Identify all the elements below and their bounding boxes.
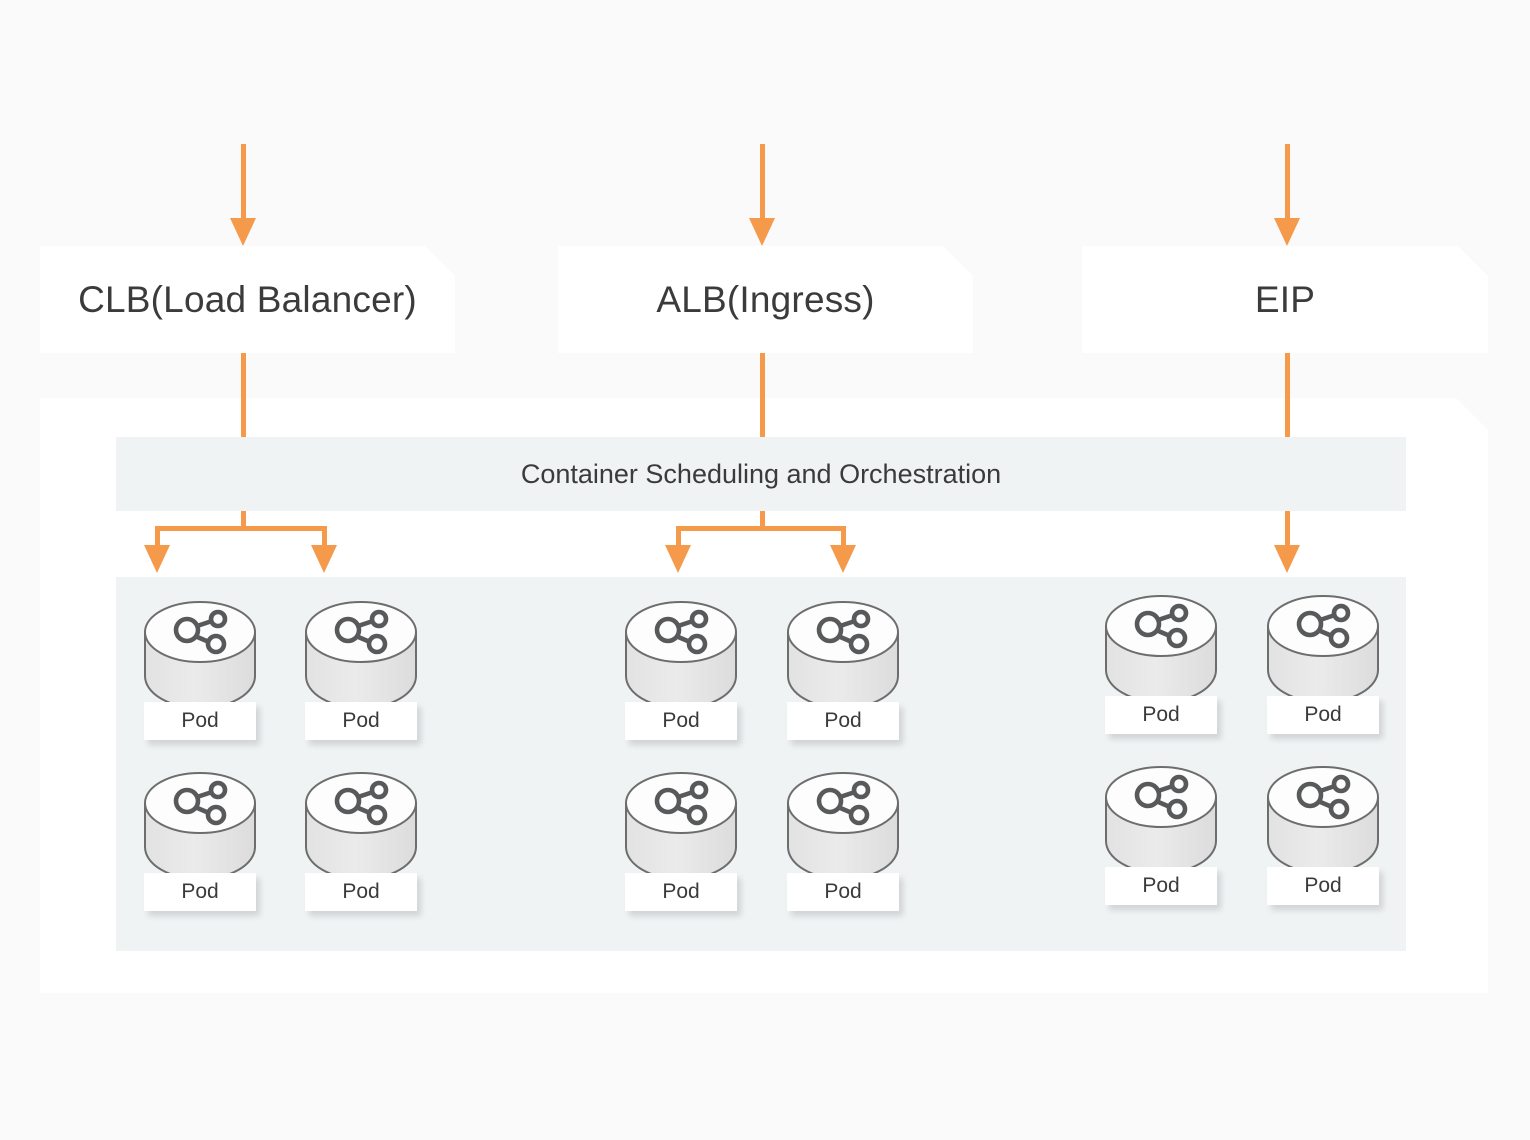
pod-node[interactable]: Pod bbox=[304, 600, 418, 740]
pod-label: Pod bbox=[1105, 867, 1217, 905]
entry-box-eip-label: EIP bbox=[1254, 278, 1316, 320]
arrow-head-left bbox=[144, 545, 170, 573]
entry-box-alb-label: ALB(Ingress) bbox=[656, 278, 875, 320]
pod-label: Pod bbox=[144, 873, 256, 911]
pod-cylinder bbox=[304, 600, 418, 708]
entry-box-clb[interactable]: CLB(Load Balancer) bbox=[40, 246, 455, 353]
pod-cylinder bbox=[143, 600, 257, 708]
arrow-stem bbox=[1285, 144, 1290, 222]
arrow-head bbox=[1274, 218, 1300, 246]
arrow-stem-left bbox=[676, 526, 681, 548]
pod-label: Pod bbox=[305, 702, 417, 740]
connector-alb-to-band bbox=[760, 353, 765, 437]
pod-label: Pod bbox=[1267, 867, 1379, 905]
entry-box-eip[interactable]: EIP bbox=[1082, 246, 1488, 353]
pod-cylinder bbox=[624, 600, 738, 708]
connector-eip-to-band bbox=[1285, 353, 1290, 511]
arrow-head-right bbox=[830, 545, 856, 573]
pod-cylinder bbox=[786, 771, 900, 879]
arrow-head bbox=[1274, 545, 1300, 573]
pod-node[interactable]: Pod bbox=[624, 600, 738, 740]
orchestration-label: Container Scheduling and Orchestration bbox=[520, 458, 1002, 489]
arrow-stem bbox=[241, 511, 246, 531]
pod-node[interactable]: Pod bbox=[786, 600, 900, 740]
arrow-head bbox=[749, 218, 775, 246]
pod-label: Pod bbox=[625, 702, 737, 740]
arrow-stem-right bbox=[841, 526, 846, 548]
pod-cylinder bbox=[1104, 594, 1218, 702]
arrow-hbar bbox=[155, 526, 327, 531]
pod-node[interactable]: Pod bbox=[624, 771, 738, 911]
pod-node[interactable]: Pod bbox=[1104, 765, 1218, 905]
arrow-head-left bbox=[665, 545, 691, 573]
arrow-head-right bbox=[311, 545, 337, 573]
pod-label: Pod bbox=[144, 702, 256, 740]
pod-node[interactable]: Pod bbox=[1266, 594, 1380, 734]
entry-box-clb-label: CLB(Load Balancer) bbox=[78, 278, 417, 320]
pod-node[interactable]: Pod bbox=[143, 771, 257, 911]
pod-label: Pod bbox=[305, 873, 417, 911]
pod-label: Pod bbox=[787, 873, 899, 911]
arrow-stem bbox=[241, 144, 246, 222]
pod-cylinder bbox=[304, 771, 418, 879]
pod-node[interactable]: Pod bbox=[143, 600, 257, 740]
connector-clb-to-band bbox=[241, 353, 246, 437]
pod-label: Pod bbox=[1267, 696, 1379, 734]
pod-cylinder bbox=[1266, 765, 1380, 873]
orchestration-band: Container Scheduling and Orchestration bbox=[116, 437, 1406, 511]
pod-label: Pod bbox=[1105, 696, 1217, 734]
arrow-stem bbox=[1285, 511, 1290, 548]
pod-node[interactable]: Pod bbox=[304, 771, 418, 911]
arrow-stem bbox=[760, 511, 765, 531]
pod-node[interactable]: Pod bbox=[786, 771, 900, 911]
pod-label: Pod bbox=[787, 702, 899, 740]
arrow-stem bbox=[760, 144, 765, 222]
pod-cylinder bbox=[786, 600, 900, 708]
pod-label: Pod bbox=[625, 873, 737, 911]
pod-cylinder bbox=[1104, 765, 1218, 873]
arrow-stem-left bbox=[155, 526, 160, 548]
arrow-stem-right bbox=[322, 526, 327, 548]
pod-node[interactable]: Pod bbox=[1266, 765, 1380, 905]
arrow-hbar bbox=[676, 526, 846, 531]
pod-cylinder bbox=[143, 771, 257, 879]
pod-cylinder bbox=[624, 771, 738, 879]
pod-cylinder bbox=[1266, 594, 1380, 702]
arrow-head bbox=[230, 218, 256, 246]
entry-box-alb[interactable]: ALB(Ingress) bbox=[558, 246, 973, 353]
pod-node[interactable]: Pod bbox=[1104, 594, 1218, 734]
